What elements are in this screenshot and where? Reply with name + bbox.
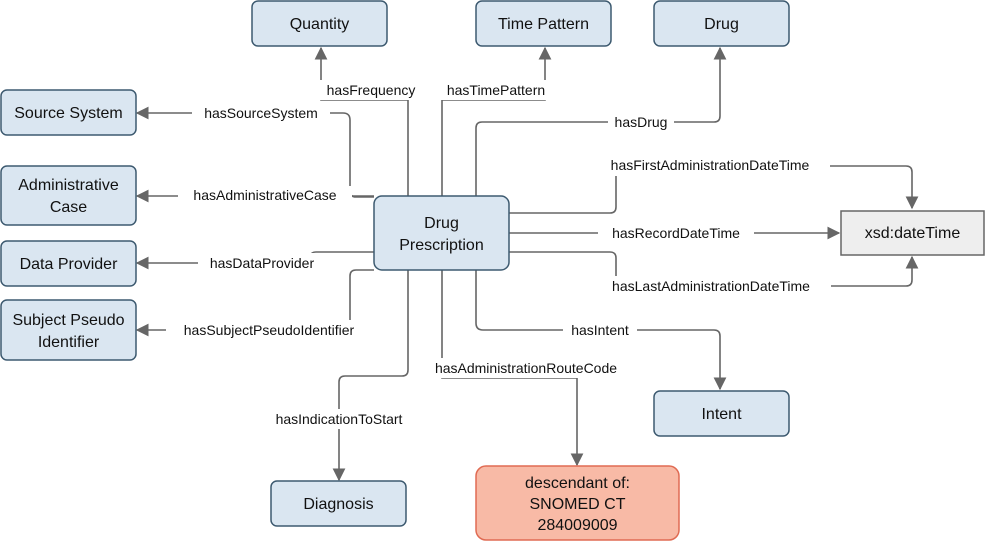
node-drug-prescription[interactable]: Drug Prescription bbox=[373, 195, 510, 271]
node-time-pattern[interactable]: Time Pattern bbox=[475, 0, 612, 47]
node-diagnosis-label: Diagnosis bbox=[303, 496, 373, 513]
edge-has-drug bbox=[475, 46, 727, 196]
node-time-pattern-label: Time Pattern bbox=[498, 16, 589, 33]
label-has-drug: hasDrug bbox=[615, 114, 668, 130]
node-administrative-case[interactable]: Administrative Case bbox=[0, 165, 137, 226]
node-intent[interactable]: Intent bbox=[653, 390, 790, 437]
edge-has-source-system bbox=[135, 106, 374, 198]
node-intent-label: Intent bbox=[701, 406, 742, 423]
label-has-time-pattern: hasTimePattern bbox=[447, 82, 545, 98]
node-quantity-label: Quantity bbox=[290, 16, 350, 33]
node-subject-pseudo-identifier[interactable]: Subject Pseudo Identifier bbox=[0, 299, 137, 361]
label-has-data-provider: hasDataProvider bbox=[210, 255, 315, 271]
edge-has-indication-to-start bbox=[332, 270, 409, 482]
label-has-record-datetime: hasRecordDateTime bbox=[612, 225, 740, 241]
node-drug-label: Drug bbox=[704, 16, 739, 33]
label-has-administration-route-code: hasAdministrationRouteCode bbox=[435, 360, 617, 376]
node-snomed-line1: descendant of: bbox=[525, 475, 630, 492]
node-drug-prescription-line1: Drug bbox=[424, 215, 459, 232]
label-has-first-administration-datetime: hasFirstAdministrationDateTime bbox=[611, 157, 810, 173]
node-drug[interactable]: Drug bbox=[653, 0, 790, 47]
node-xsd-datetime[interactable]: xsd:dateTime bbox=[840, 210, 985, 256]
node-subject-pseudo-identifier-line2: Identifier bbox=[38, 334, 100, 351]
label-has-source-system: hasSourceSystem bbox=[204, 105, 318, 121]
node-source-system[interactable]: Source System bbox=[0, 89, 137, 136]
node-xsd-datetime-label: xsd:dateTime bbox=[865, 225, 961, 242]
node-source-system-label: Source System bbox=[14, 105, 122, 122]
label-has-indication-to-start: hasIndicationToStart bbox=[276, 411, 403, 427]
edge-has-frequency bbox=[314, 46, 409, 196]
edge-labels: hasFrequency hasTimePattern hasDrug hasS… bbox=[166, 80, 831, 429]
label-has-last-administration-datetime: hasLastAdministrationDateTime bbox=[612, 278, 810, 294]
node-snomed-line3: 284009009 bbox=[537, 517, 617, 534]
node-administrative-case-line2: Case bbox=[50, 199, 87, 216]
label-has-subject-pseudo-identifier: hasSubjectPseudoIdentifier bbox=[184, 322, 355, 338]
label-has-administrative-case: hasAdministrativeCase bbox=[193, 187, 336, 203]
node-data-provider-label: Data Provider bbox=[20, 256, 118, 273]
node-administrative-case-line1: Administrative bbox=[18, 177, 119, 194]
node-data-provider[interactable]: Data Provider bbox=[0, 240, 137, 287]
node-drug-prescription-line2: Prescription bbox=[399, 237, 483, 254]
node-snomed-value-set[interactable]: descendant of: SNOMED CT 284009009 bbox=[475, 465, 680, 541]
node-subject-pseudo-identifier-line1: Subject Pseudo bbox=[12, 312, 124, 329]
label-has-intent: hasIntent bbox=[571, 322, 629, 338]
node-snomed-line2: SNOMED CT bbox=[530, 496, 626, 513]
label-has-frequency: hasFrequency bbox=[327, 82, 416, 98]
node-diagnosis[interactable]: Diagnosis bbox=[270, 480, 407, 527]
node-quantity[interactable]: Quantity bbox=[251, 0, 388, 47]
